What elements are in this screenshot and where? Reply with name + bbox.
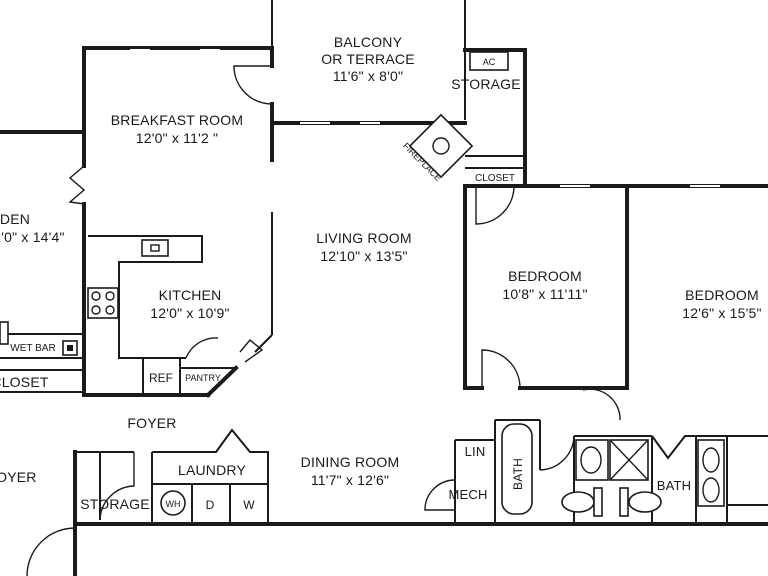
kitchen-dims: 12'0" x 10'9" (150, 305, 229, 321)
bedroom1-name: BEDROOM (508, 268, 582, 284)
dining-dims: 11'7" x 12'6" (311, 472, 389, 488)
doors (26, 65, 621, 576)
wetbar-label: WET BAR (10, 343, 55, 354)
lin-label: LIN (465, 444, 486, 459)
bedroom2-dims: 12'6" x 15'5" (682, 305, 761, 321)
laundry-name: LAUNDRY (178, 462, 247, 478)
kitchen-sink (141, 239, 169, 257)
living-dims: 12'10" x 13'5" (320, 248, 407, 264)
fireplace (408, 113, 474, 179)
living-name: LIVING ROOM (316, 230, 412, 246)
bedroom2-name: BEDROOM (685, 287, 759, 303)
breakfast-dims: 12'0" x 11'2 " (136, 130, 218, 146)
foyer-left-name: FOYER (0, 469, 37, 485)
closet-top-name: CLOSET (475, 173, 515, 184)
bathtub (501, 423, 533, 515)
balcony-name-1: BALCONY (334, 34, 403, 50)
mech-label: MECH (448, 487, 487, 502)
closet-left-name: CLOSET (0, 374, 49, 390)
bedroom1-dims: 10'8" x 11'11" (502, 286, 587, 302)
storage-top-name: STORAGE (451, 76, 521, 92)
ref-label: REF (149, 371, 173, 385)
bath1-label: BATH (511, 458, 525, 490)
dining-name: DINING ROOM (301, 454, 400, 470)
kitchen-name: KITCHEN (159, 287, 222, 303)
windows (130, 49, 720, 187)
den-name: DEN (0, 211, 30, 227)
dryer-label: D (206, 498, 215, 512)
fixtures (0, 51, 725, 517)
ac-label: AC (483, 57, 496, 67)
wh-label: WH (166, 499, 181, 509)
breakfast-name: BREAKFAST ROOM (111, 112, 243, 128)
water-heater (160, 490, 186, 516)
pantry-label: PANTRY (185, 373, 221, 383)
washer-label: W (243, 498, 255, 512)
balcony-name-2: OR TERRACE (321, 51, 415, 67)
storage-bottom-name: STORAGE (80, 496, 150, 512)
stove (87, 287, 119, 319)
balcony-dims: 11'6" x 8'0" (333, 68, 403, 84)
den-dims: 12'0" x 14'4" (0, 229, 65, 245)
foyer-name: FOYER (127, 415, 176, 431)
bath2-label: BATH (657, 478, 692, 493)
